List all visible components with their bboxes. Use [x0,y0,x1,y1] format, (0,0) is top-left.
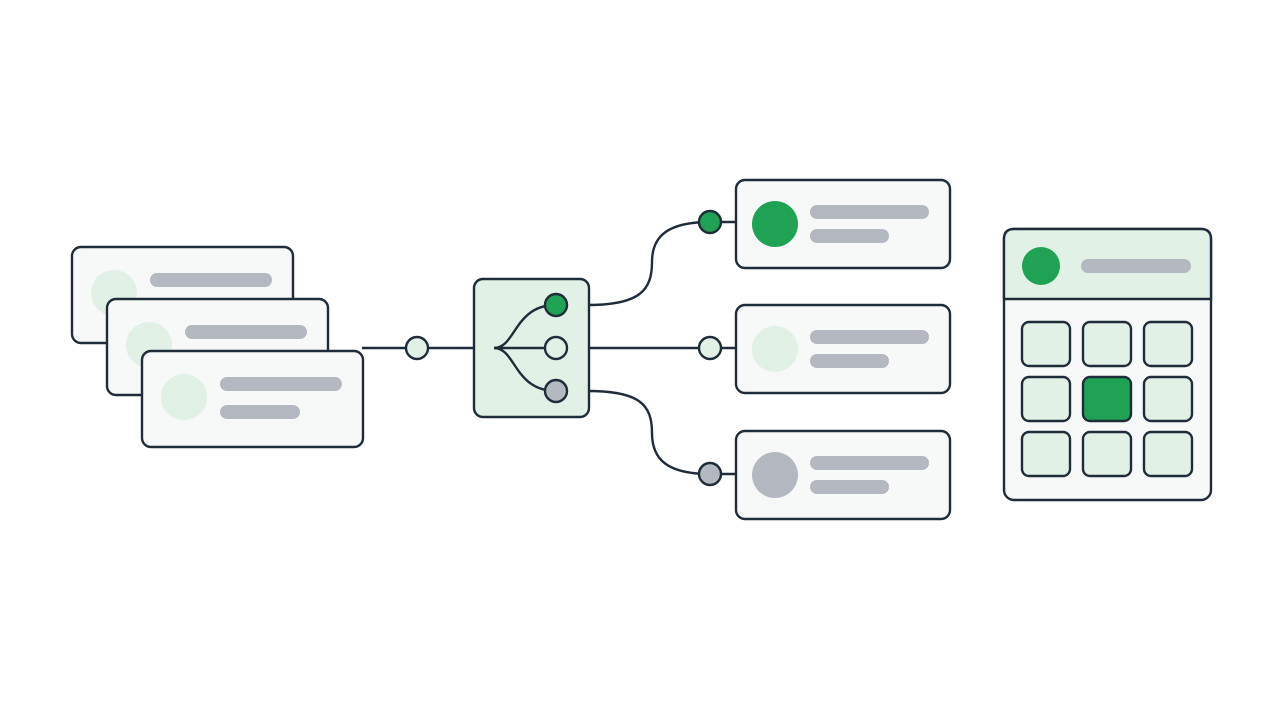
grid-cell [1020,375,1072,423]
branch-split-icon [493,292,569,404]
grid-cell [1081,430,1133,478]
grid-cell [1142,375,1194,423]
output-port-node [697,209,723,235]
output-card-frame [734,429,952,521]
avatar-placeholder-icon [752,326,798,372]
output-card-gray [697,429,952,521]
router-output-port [543,335,569,361]
avatar-placeholder-icon [752,452,798,498]
avatar-placeholder-icon [161,374,207,420]
input-card-front [140,349,365,449]
grid-cell [1142,430,1194,478]
connector-node [404,335,430,361]
output-card-frame [734,178,952,270]
router-box [472,277,591,419]
grid-panel [1002,227,1213,502]
connector-node-circle [404,335,430,361]
connector-to-gray-card [587,389,736,476]
avatar-placeholder-icon [752,201,798,247]
grid-cell [1142,320,1194,368]
output-card-frame [734,303,952,395]
output-card-light [697,303,952,395]
router-output-port [543,292,569,318]
router-output-port [543,378,569,404]
grid-cell-selected [1081,375,1133,423]
output-port-node [697,461,723,487]
output-cards [697,178,952,521]
connector-to-green-card [587,220,736,307]
grid-cell [1081,320,1133,368]
input-card-frame [140,349,365,449]
grid-cell [1020,320,1072,368]
header-avatar-icon [1022,247,1060,285]
grid-cell [1020,430,1072,478]
output-card-green [697,178,952,270]
input-card-stack [70,245,365,449]
output-port-node [697,335,723,361]
